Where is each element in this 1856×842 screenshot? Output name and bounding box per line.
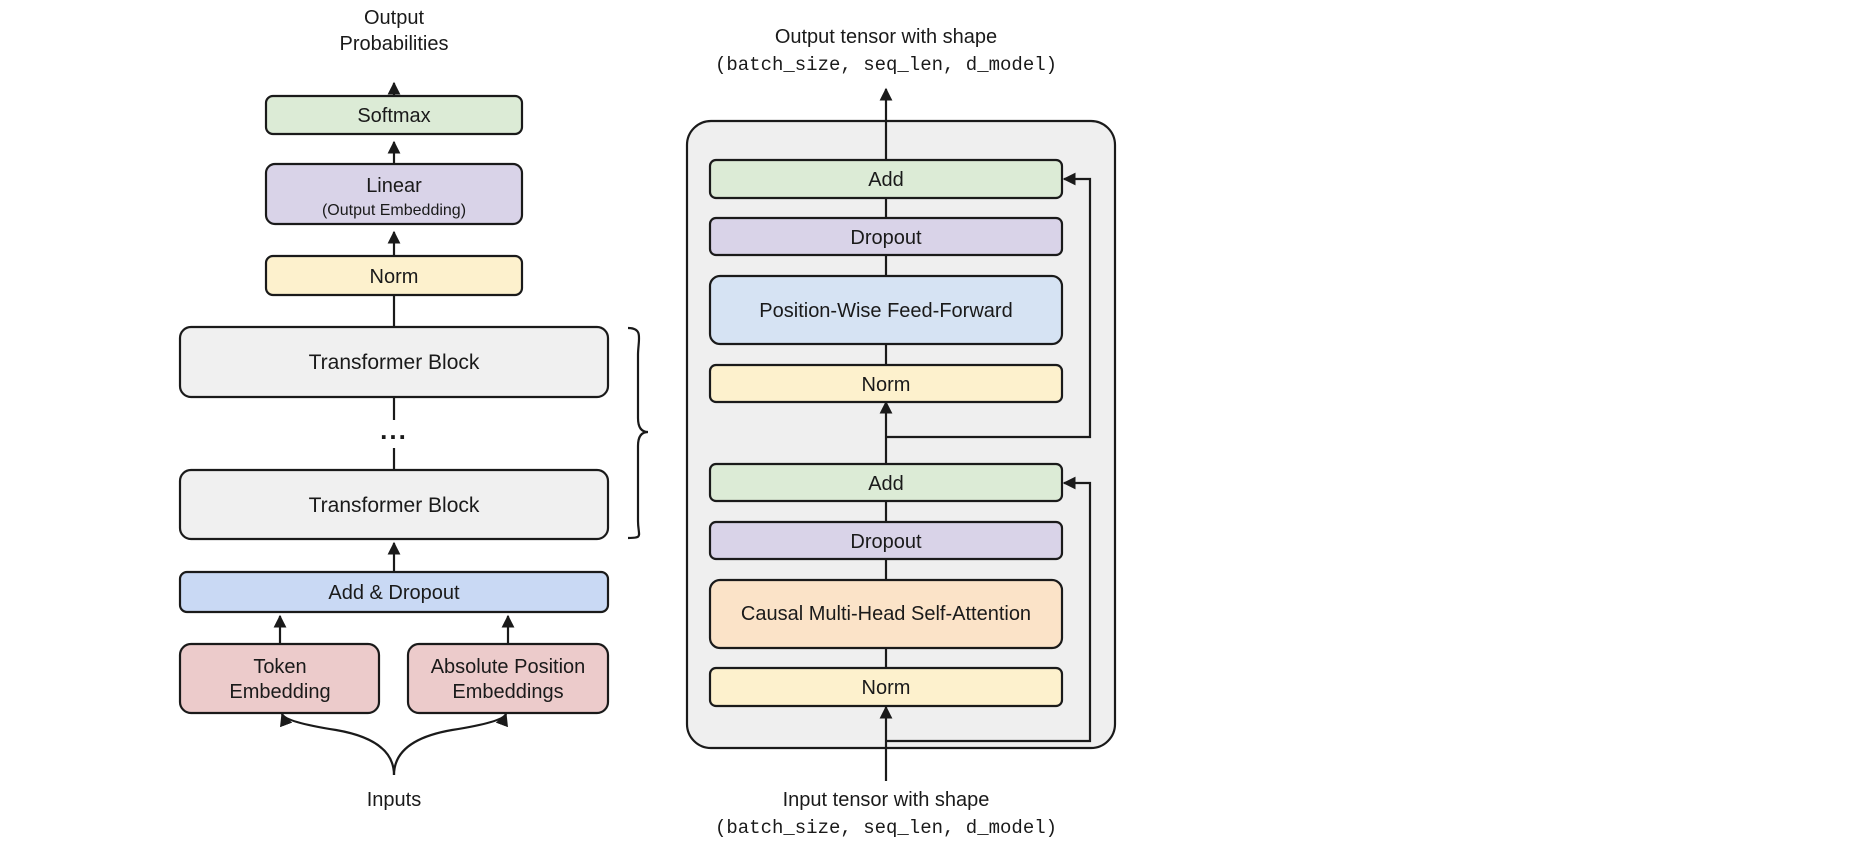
linear-label: Linear <box>366 175 422 197</box>
linear-box: Linear (Output Embedding) <box>264 162 524 226</box>
dropout-bottom-label: Dropout <box>850 531 922 553</box>
norm-bottom-box: Norm <box>708 666 1064 708</box>
inputs-to-token-curve <box>280 712 396 776</box>
softmax-label: Softmax <box>357 105 430 127</box>
norm-box: Norm <box>264 254 524 297</box>
input-tensor-shape: (batch_size, seq_len, d_model) <box>715 817 1057 839</box>
feed-forward-box: Position-Wise Feed-Forward <box>708 274 1064 346</box>
output-tensor-label: Output tensor with shape <box>775 26 997 48</box>
transformer-block-top: Transformer Block <box>178 325 610 399</box>
feed-forward-label: Position-Wise Feed-Forward <box>759 300 1012 322</box>
block-ellipsis: ... <box>380 415 408 445</box>
output-probabilities-label-2: Probabilities <box>340 33 449 55</box>
token-embedding-box: Token Embedding <box>178 642 381 715</box>
position-embedding-label-2: Embeddings <box>452 681 563 703</box>
transformer-block-bottom-label: Transformer Block <box>309 494 480 517</box>
inputs-label: Inputs <box>367 789 421 811</box>
attention-label: Causal Multi-Head Self-Attention <box>741 603 1031 625</box>
dropout-top-label: Dropout <box>850 227 922 249</box>
model-overview: Output Probabilities Softmax Linear (Out… <box>178 7 649 811</box>
position-embedding-box: Absolute Position Embeddings <box>406 642 610 715</box>
transformer-block-top-label: Transformer Block <box>309 351 480 374</box>
transformer-block-detail: Output tensor with shape (batch_size, se… <box>685 26 1117 839</box>
norm-top-box: Norm <box>708 363 1064 404</box>
softmax-box: Softmax <box>264 94 524 136</box>
block-panel <box>685 119 1117 750</box>
dropout-top-box: Dropout <box>708 216 1064 257</box>
add-dropout-label: Add & Dropout <box>328 582 460 604</box>
repeat-brace <box>627 326 649 540</box>
residual-bottom <box>886 476 1092 743</box>
dropout-bottom-box: Dropout <box>708 520 1064 561</box>
add-bottom-label: Add <box>868 473 904 495</box>
linear-sublabel: (Output Embedding) <box>322 202 466 219</box>
add-top-box: Add <box>708 158 1064 200</box>
norm-top-label: Norm <box>862 374 911 396</box>
add-dropout-box: Add & Dropout <box>178 570 610 614</box>
norm-bottom-label: Norm <box>862 677 911 699</box>
add-bottom-box: Add <box>708 462 1064 503</box>
token-embedding-label-1: Token <box>253 656 306 678</box>
output-probabilities-label-1: Output <box>364 7 424 29</box>
token-embedding-label-2: Embedding <box>229 681 330 703</box>
attention-box: Causal Multi-Head Self-Attention <box>708 578 1064 650</box>
norm-label: Norm <box>370 266 419 288</box>
transformer-block-bottom: Transformer Block <box>178 468 610 541</box>
add-top-label: Add <box>868 169 904 191</box>
inputs-to-position-curve <box>392 712 508 776</box>
output-tensor-shape: (batch_size, seq_len, d_model) <box>715 54 1057 76</box>
input-tensor-label: Input tensor with shape <box>783 789 990 811</box>
residual-top <box>886 172 1092 439</box>
position-embedding-label-1: Absolute Position <box>431 656 586 678</box>
